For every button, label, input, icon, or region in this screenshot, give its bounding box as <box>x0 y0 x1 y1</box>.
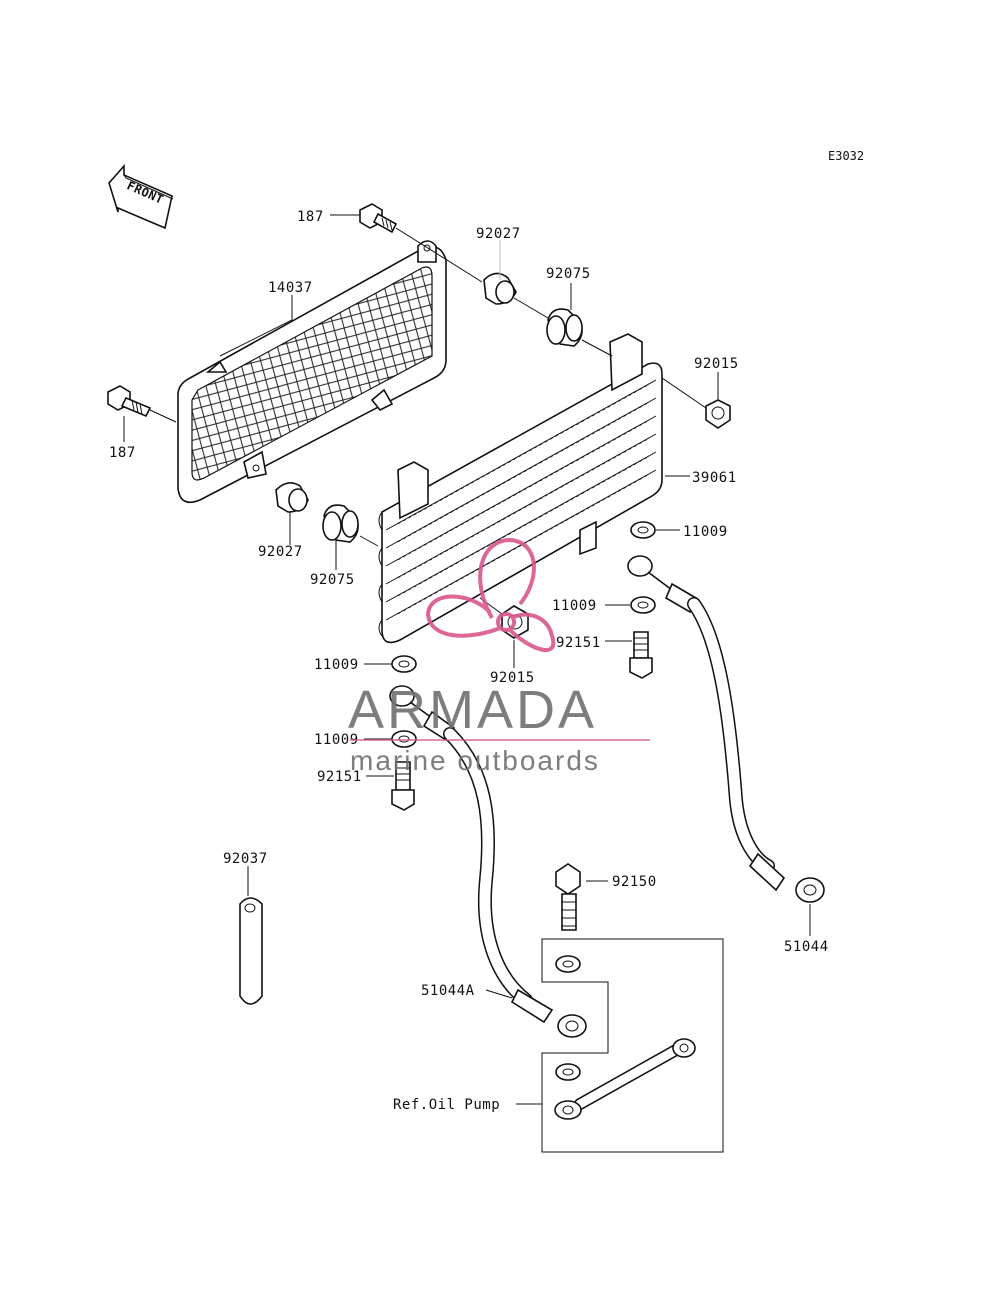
label-51044: 51044 <box>784 939 829 955</box>
watermark-tagline: marine outboards <box>350 745 600 776</box>
hose-51044A[interactable] <box>389 685 587 1038</box>
armada-watermark: ARMADA marine outboards <box>348 537 650 776</box>
watermark-brand: ARMADA <box>348 680 597 740</box>
grommet-92075-top[interactable] <box>546 308 583 347</box>
collar-92027-top[interactable] <box>483 272 517 305</box>
label-11009-c: 11009 <box>314 657 359 673</box>
front-arrow-icon: FRONT <box>108 163 174 230</box>
part-labels: 187 14037 187 92027 92075 92015 39061 11… <box>109 209 829 1113</box>
label-187-left: 187 <box>109 445 136 461</box>
label-14037: 14037 <box>268 280 313 296</box>
label-92015-center: 92015 <box>490 670 535 686</box>
gasket-11009-c[interactable] <box>391 655 417 673</box>
label-92027-top: 92027 <box>476 226 521 242</box>
nut-92015-right[interactable] <box>705 399 731 429</box>
band-92037[interactable] <box>239 897 263 1005</box>
label-92027-bottom: 92027 <box>258 544 303 560</box>
label-ref-oil-pump: Ref.Oil Pump <box>393 1097 500 1113</box>
hose-51044[interactable] <box>627 555 825 903</box>
label-51044A: 51044A <box>421 983 475 999</box>
label-92015-right: 92015 <box>694 356 739 372</box>
label-92151-right: 92151 <box>556 635 601 651</box>
gasket-11009-d[interactable] <box>391 730 417 748</box>
label-92075-top: 92075 <box>546 266 591 282</box>
bolt-92151-left[interactable] <box>391 761 415 811</box>
label-187-top: 187 <box>297 209 324 225</box>
grommet-92075-bottom[interactable] <box>322 504 359 543</box>
propeller-logo-icon <box>425 537 556 653</box>
collar-92027-bottom[interactable] <box>275 482 309 513</box>
diagram-code: E3032 <box>828 149 864 163</box>
label-92151-left: 92151 <box>317 769 362 785</box>
label-92075-bottom: 92075 <box>310 572 355 588</box>
label-11009-b: 11009 <box>552 598 597 614</box>
gasket-11009-b[interactable] <box>630 596 656 614</box>
bolt-187-left[interactable] <box>107 385 152 418</box>
label-39061: 39061 <box>692 470 737 486</box>
oil-cooler-39061[interactable] <box>378 333 663 644</box>
gasket-11009-a[interactable] <box>630 521 656 539</box>
oil-cooler-screen[interactable] <box>177 240 447 504</box>
bolt-187-top[interactable] <box>359 203 398 234</box>
label-11009-d: 11009 <box>314 732 359 748</box>
label-11009-a: 11009 <box>683 524 728 540</box>
bolt-92150[interactable] <box>555 863 581 931</box>
label-92037: 92037 <box>223 851 268 867</box>
leader-lines <box>123 214 811 1105</box>
label-92150: 92150 <box>612 874 657 890</box>
oil-pump-reference-box <box>541 938 724 1153</box>
bolt-92151-right[interactable] <box>629 631 653 679</box>
